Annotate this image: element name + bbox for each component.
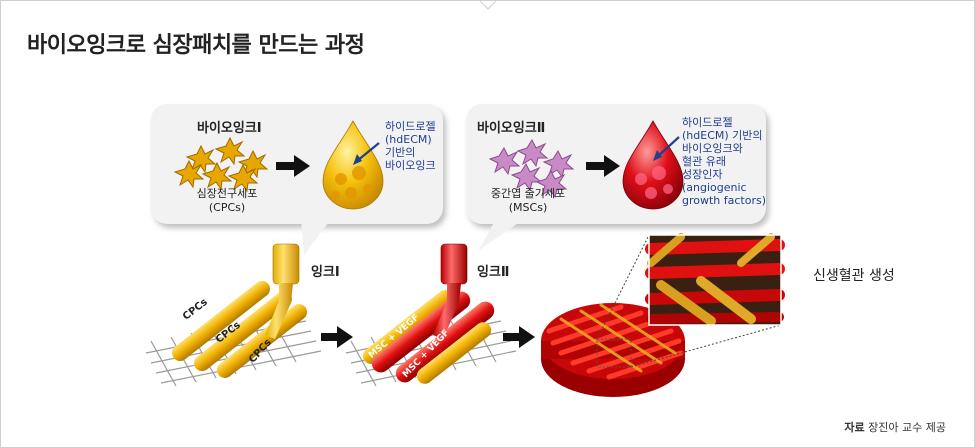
ink1-label: 잉크Ⅰ xyxy=(311,265,340,280)
ink1-syringe-icon xyxy=(272,243,300,285)
msc-label: 중간엽 줄기세포(MSCs) xyxy=(490,187,566,214)
cpc-label: 심장전구세포(CPCs) xyxy=(196,187,258,214)
cpc-cells-icon xyxy=(173,136,269,193)
arrow-icon xyxy=(321,326,353,348)
msc-vegf-rods xyxy=(362,290,495,384)
ink2-label: 잉크Ⅱ xyxy=(477,265,510,280)
arrow-icon xyxy=(276,155,310,177)
page-title: 바이오잉크로 심장패치를 만드는 과정 xyxy=(27,33,365,58)
msc-cells-icon xyxy=(488,138,575,199)
top-notch-icon xyxy=(479,1,497,10)
vascular-label: 신생혈관 생성 xyxy=(813,268,895,284)
bioink2-title: 바이오잉크Ⅱ xyxy=(477,121,546,136)
ink2-syringe-icon xyxy=(440,243,468,285)
heart-patch-disc-icon xyxy=(541,303,685,397)
vascular-zoom-inset xyxy=(645,233,785,326)
arrow-icon xyxy=(586,155,620,177)
bubble1-tail xyxy=(301,219,331,255)
bioink1-title: 바이오잉크Ⅰ xyxy=(197,121,262,136)
source-credit: 자료 장진아 교수 제공 xyxy=(844,421,946,434)
arrow-icon xyxy=(503,326,535,348)
bubble2-tail xyxy=(478,219,524,251)
cpc-rods xyxy=(172,280,308,378)
